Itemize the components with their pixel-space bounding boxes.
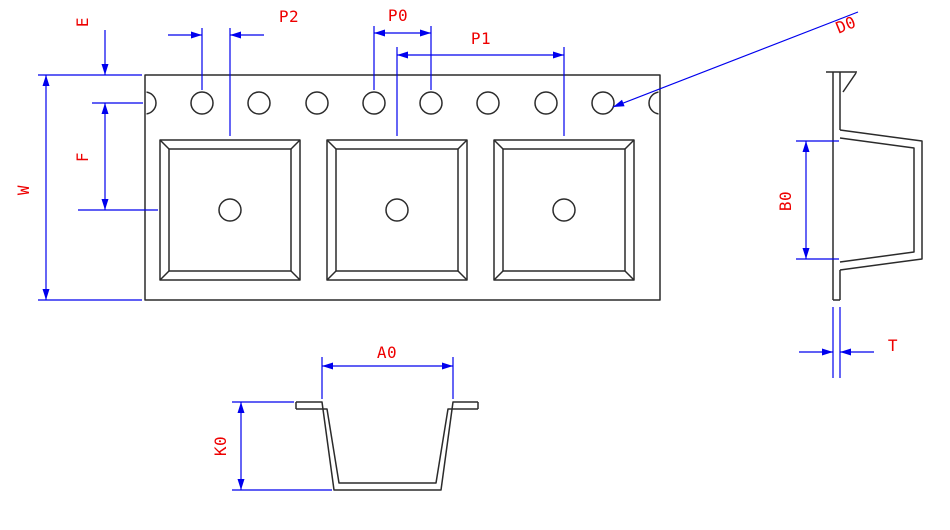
dimension-p1: P1 [396, 29, 565, 136]
dimension-label-t: T [888, 336, 898, 355]
dimension-f: F [73, 103, 109, 210]
tape-edge-profile [826, 71, 857, 301]
dimension-b0: B0 [776, 140, 839, 260]
pocket-inner [502, 148, 626, 272]
dimension-a0: A0 [321, 343, 454, 399]
arrowheads [822, 348, 851, 356]
extension-lines [373, 26, 432, 90]
pocket-center-hole [218, 198, 242, 222]
dimension-p0: P0 [373, 6, 432, 90]
dimension-d0: D0 [612, 11, 859, 108]
dimension-w: W [14, 74, 142, 301]
pocket-corner-bevels [326, 139, 468, 281]
dimension-label-p1: P1 [471, 29, 491, 48]
pocket-cavity-3 [493, 139, 635, 281]
sprocket-hole [476, 91, 500, 115]
sprocket-hole [362, 91, 386, 115]
pocket-section-outer [296, 401, 478, 491]
dimension-label-d0: D0 [833, 12, 859, 37]
sprocket-hole [247, 91, 271, 115]
extension-lines [832, 307, 841, 378]
extension-lines [38, 74, 142, 301]
pocket-center-hole [385, 198, 409, 222]
dimension-label-a0: A0 [377, 343, 397, 362]
arrowhead [613, 99, 625, 107]
dimension-label-p0: P0 [388, 6, 408, 25]
pocket-depth-profile-outer [839, 129, 923, 271]
sprocket-hole [305, 91, 329, 115]
dimension-t: T [799, 307, 898, 378]
dimension-label-b0: B0 [776, 191, 795, 211]
arrowhead [101, 64, 109, 75]
extension-lines [796, 140, 839, 260]
pocket-depth-profile-inner [839, 137, 915, 263]
extension-lines [201, 28, 231, 136]
pocket-corner-bevels [159, 139, 301, 281]
leader-line [612, 11, 859, 108]
sprocket-hole [190, 91, 214, 115]
dimension-e: E [73, 17, 109, 75]
pocket-inner [168, 148, 292, 272]
dimension-label-p2: P2 [279, 7, 299, 26]
reference-centerlines [78, 102, 158, 211]
pocket-outer [493, 139, 635, 281]
sprocket-hole [591, 91, 615, 115]
pocket-cavity-2 [326, 139, 468, 281]
pocket-outer [326, 139, 468, 281]
dimension-p2: P2 [168, 7, 299, 136]
dimension-label-k0: K0 [211, 436, 230, 456]
pocket-corner-bevels [493, 139, 635, 281]
tape-side-view [826, 71, 923, 301]
extension-lines [396, 47, 565, 136]
sprocket-holes [146, 91, 659, 115]
dimension-label-w: W [14, 185, 33, 195]
pocket-outer [159, 139, 301, 281]
pocket-cavity-1 [159, 139, 301, 281]
extension-lines [232, 401, 332, 491]
arrowheads [191, 31, 241, 39]
pocket-center-hole [552, 198, 576, 222]
dimension-label-e: E [73, 17, 92, 27]
extension-lines [321, 357, 454, 399]
sprocket-hole [534, 91, 558, 115]
arrowheads [101, 103, 109, 210]
dimension-label-f: F [73, 152, 92, 162]
sprocket-hole-partial [648, 91, 659, 115]
sprocket-hole [419, 91, 443, 115]
edge-partial-holes [146, 91, 659, 115]
pocket-section-inner [296, 408, 478, 484]
pocket-section-view [295, 401, 479, 491]
tape-top-view [144, 74, 661, 301]
pocket-inner [335, 148, 459, 272]
dimension-k0: K0 [211, 401, 332, 491]
dimensions: W E F P2 P0 P1 [14, 6, 898, 491]
pocket-section-end-caps [295, 402, 479, 409]
tape-outline [144, 74, 661, 301]
sprocket-hole-partial [146, 91, 157, 115]
